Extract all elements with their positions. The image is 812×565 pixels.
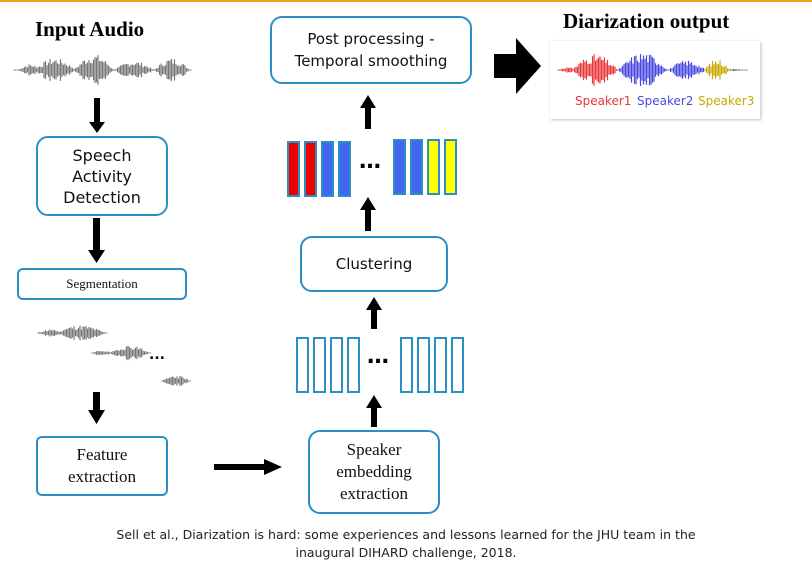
cluster-vector-bar — [321, 141, 334, 197]
speech-activity-detection-box: Speech Activity Detection — [36, 136, 168, 216]
input-waveform — [13, 55, 192, 85]
output-waveform — [557, 54, 748, 86]
cluster-vector-bar — [304, 141, 317, 197]
post-processing-box: Post processing - Temporal smoothing — [270, 16, 472, 84]
cluster-ellipsis: … — [359, 149, 381, 174]
box-line: extraction — [68, 467, 136, 486]
segment-ellipsis: ... — [149, 347, 165, 363]
embedding-vector-bar — [313, 337, 326, 393]
speaker3-label: Speaker3 — [698, 94, 755, 108]
cluster-vector-bar — [393, 139, 406, 195]
input-audio-heading: Input Audio — [35, 17, 145, 41]
segmentation-box: Segmentation — [17, 268, 187, 300]
embedding-vector-bar — [347, 337, 360, 393]
diarization-output-heading: Diarization output — [563, 9, 730, 33]
box-line: embedding — [336, 462, 412, 481]
embedding-vector-bar — [330, 337, 343, 393]
box-line: Detection — [63, 187, 141, 207]
speaker-embedding-extraction-box: Speaker embedding extraction — [308, 430, 440, 514]
speaker2-label: Speaker2 — [637, 94, 694, 108]
embedding-ellipsis: … — [367, 344, 389, 369]
arrow-down-icon — [89, 98, 105, 133]
segment-waveform-3 — [161, 376, 192, 386]
top-accent-line — [0, 0, 812, 2]
embedding-vector-bar — [417, 337, 430, 393]
box-line: Feature — [76, 445, 128, 464]
box-line: Post processing - — [307, 30, 435, 48]
arrow-up-icon — [366, 395, 382, 427]
citation-caption: Sell et al., Diarization is hard: some e… — [100, 526, 712, 562]
segment-waveform-1 — [37, 325, 108, 341]
caption-line: inaugural DIHARD challenge, 2018. — [295, 545, 517, 560]
embedding-vector-bar — [451, 337, 464, 393]
arrow-down-icon — [88, 392, 105, 424]
arrow-down-icon — [88, 218, 105, 263]
box-line: Speech — [72, 145, 132, 165]
box-line: Speaker — [346, 440, 402, 459]
box-line: Activity — [72, 166, 132, 186]
embedding-vector-bar — [434, 337, 447, 393]
arrow-right-icon — [214, 459, 282, 475]
cluster-vector-bar — [338, 141, 351, 197]
caption-line: Sell et al., Diarization is hard: some e… — [116, 527, 696, 542]
cluster-vector-bar — [287, 141, 300, 197]
cluster-vector-bar — [427, 139, 440, 195]
cluster-vector-bar — [410, 139, 423, 195]
feature-extraction-box: Feature extraction — [36, 436, 168, 496]
arrow-up-icon — [366, 297, 382, 329]
segmentation-label: Segmentation — [66, 276, 138, 291]
embedding-vector-bar — [296, 337, 309, 393]
box-line: extraction — [340, 484, 408, 503]
box-line: Temporal smoothing — [294, 52, 448, 70]
speaker1-label: Speaker1 — [575, 94, 632, 108]
clustering-label: Clustering — [335, 255, 413, 273]
arrow-up-icon — [360, 197, 376, 231]
embedding-vector-bar — [400, 337, 413, 393]
cluster-vector-bar — [444, 139, 457, 195]
arrow-up-icon — [360, 95, 376, 129]
diarization-output-panel — [550, 41, 760, 119]
big-arrow-right-icon — [494, 38, 541, 94]
clustering-box: Clustering — [300, 236, 448, 292]
segment-waveform-2 — [91, 345, 152, 361]
